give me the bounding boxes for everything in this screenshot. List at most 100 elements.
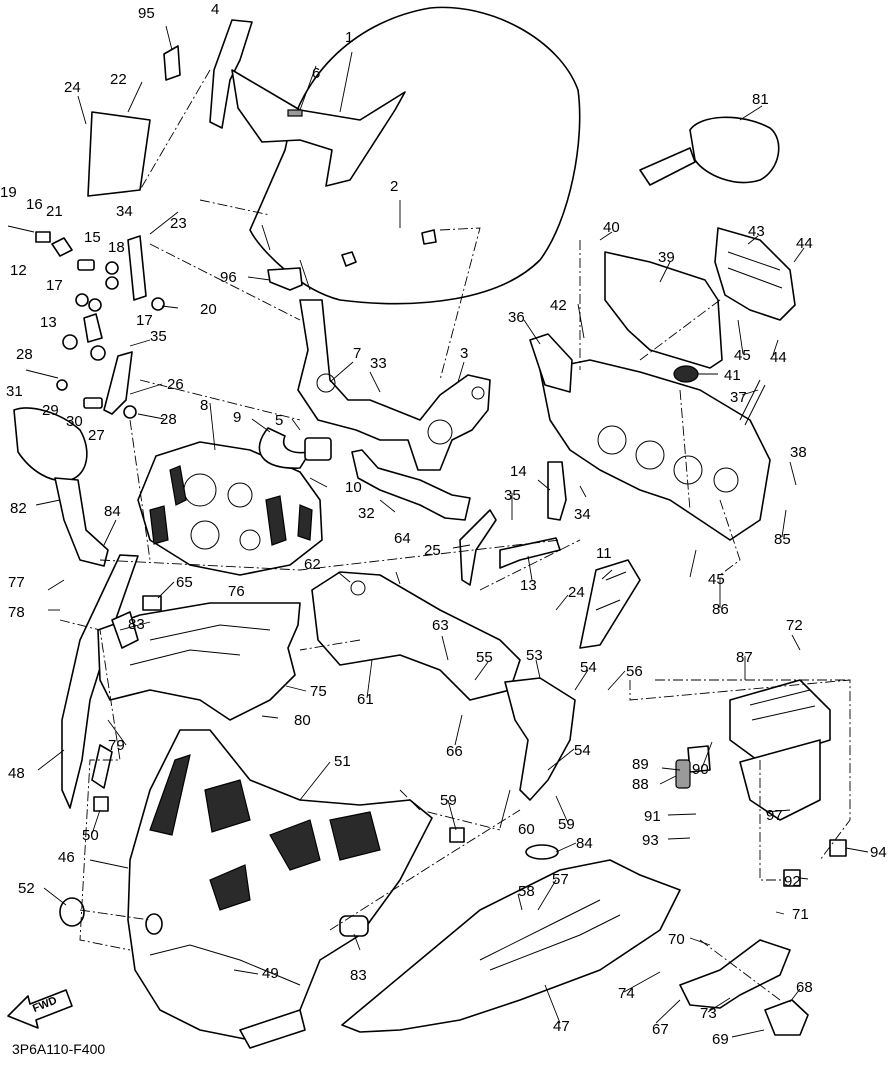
callout-11: 11: [596, 545, 612, 562]
callout-87: 87: [736, 649, 753, 666]
callout-41: 41: [724, 367, 741, 384]
callout-24: 24: [568, 584, 585, 601]
cowl-panel: [504, 677, 576, 801]
callout-52: 52: [18, 880, 35, 897]
callout-61: 61: [357, 691, 374, 708]
callout-21: 21: [46, 203, 63, 220]
callout-66: 66: [446, 743, 463, 760]
callout-32: 32: [358, 505, 375, 522]
rod-37: [739, 379, 766, 426]
callout-8: 8: [200, 397, 208, 414]
meter-assembly: [137, 441, 323, 576]
front-cowl: [127, 729, 433, 1049]
callout-1: 1: [345, 29, 353, 46]
callout-48: 48: [8, 765, 25, 782]
callout-93: 93: [642, 832, 659, 849]
callout-84: 84: [104, 503, 121, 520]
callout-34: 34: [116, 203, 133, 220]
callout-36: 36: [508, 309, 525, 326]
callout-83: 83: [128, 616, 145, 633]
callout-95: 95: [138, 5, 155, 22]
callout-50: 50: [82, 827, 99, 844]
callout-34: 34: [574, 506, 591, 523]
misc-small-parts: [59, 45, 847, 937]
callout-4: 4: [211, 1, 219, 18]
callout-28: 28: [160, 411, 177, 428]
cowling-inner-left: [61, 554, 139, 809]
windscreen: [249, 6, 581, 305]
callout-79: 79: [108, 737, 125, 754]
callout-12: 12: [10, 262, 27, 279]
callout-40: 40: [603, 219, 620, 236]
callout-57: 57: [552, 871, 569, 888]
mirror-stay: [209, 19, 406, 187]
callout-10: 10: [345, 479, 362, 496]
callout-96: 96: [220, 269, 237, 286]
callout-20: 20: [200, 301, 217, 318]
callout-26: 26: [167, 376, 184, 393]
stay-bracket-lower: [679, 939, 809, 1036]
callout-15: 15: [84, 229, 101, 246]
bracket-36: [529, 333, 573, 393]
callout-13: 13: [40, 314, 57, 331]
callout-numbers: 1234567891011121313141516171718192021222…: [0, 1, 887, 1048]
callout-83: 83: [350, 967, 367, 984]
callout-14: 14: [510, 463, 527, 480]
callout-49: 49: [262, 965, 279, 982]
leader-lines: [35, 25, 869, 1038]
callout-89: 89: [632, 756, 649, 773]
callout-43: 43: [748, 223, 765, 240]
callout-47: 47: [553, 1018, 570, 1035]
bolt-cluster-left: [7, 225, 165, 419]
callout-38: 38: [790, 444, 807, 461]
callout-27: 27: [88, 427, 105, 444]
callout-39: 39: [658, 249, 675, 266]
callout-5: 5: [275, 412, 283, 429]
callout-3: 3: [460, 345, 468, 362]
callout-59: 59: [558, 816, 575, 833]
callout-86: 86: [712, 601, 729, 618]
duct-11: [579, 559, 641, 649]
callout-77: 77: [8, 574, 25, 591]
callout-44: 44: [770, 349, 787, 366]
callout-68: 68: [796, 979, 813, 996]
callout-63: 63: [432, 617, 449, 634]
callout-75: 75: [310, 683, 327, 700]
callout-58: 58: [518, 883, 535, 900]
callout-74: 74: [618, 985, 635, 1002]
callout-70: 70: [668, 931, 685, 948]
callout-62: 62: [304, 556, 321, 573]
fwd-arrow: FWD: [7, 989, 73, 1029]
callout-13: 13: [520, 577, 537, 594]
callout-42: 42: [550, 297, 567, 314]
callout-28: 28: [16, 346, 33, 363]
callout-82: 82: [10, 500, 27, 517]
callout-84: 84: [576, 835, 593, 852]
callout-46: 46: [58, 849, 75, 866]
callout-69: 69: [712, 1031, 729, 1048]
callout-33: 33: [370, 355, 387, 372]
cowling-stay: [539, 359, 771, 541]
callout-24: 24: [64, 79, 81, 96]
callout-80: 80: [294, 712, 311, 729]
callout-67: 67: [652, 1021, 669, 1038]
callout-17: 17: [46, 277, 63, 294]
callout-65: 65: [176, 574, 193, 591]
callout-91: 91: [644, 808, 661, 825]
alignment-lines: [59, 69, 851, 1001]
callout-30: 30: [66, 413, 83, 430]
callout-31: 31: [6, 383, 23, 400]
callout-64: 64: [394, 530, 411, 547]
side-panel-lower: [341, 859, 681, 1033]
inner-panel: [97, 602, 301, 721]
callout-55: 55: [476, 649, 493, 666]
callout-60: 60: [518, 821, 535, 838]
callout-53: 53: [526, 647, 543, 664]
callout-2: 2: [390, 178, 398, 195]
callout-85: 85: [774, 531, 791, 548]
callout-18: 18: [108, 239, 125, 256]
callout-45: 45: [708, 571, 725, 588]
callout-73: 73: [700, 1005, 717, 1022]
headlight-bracket: [351, 449, 567, 586]
